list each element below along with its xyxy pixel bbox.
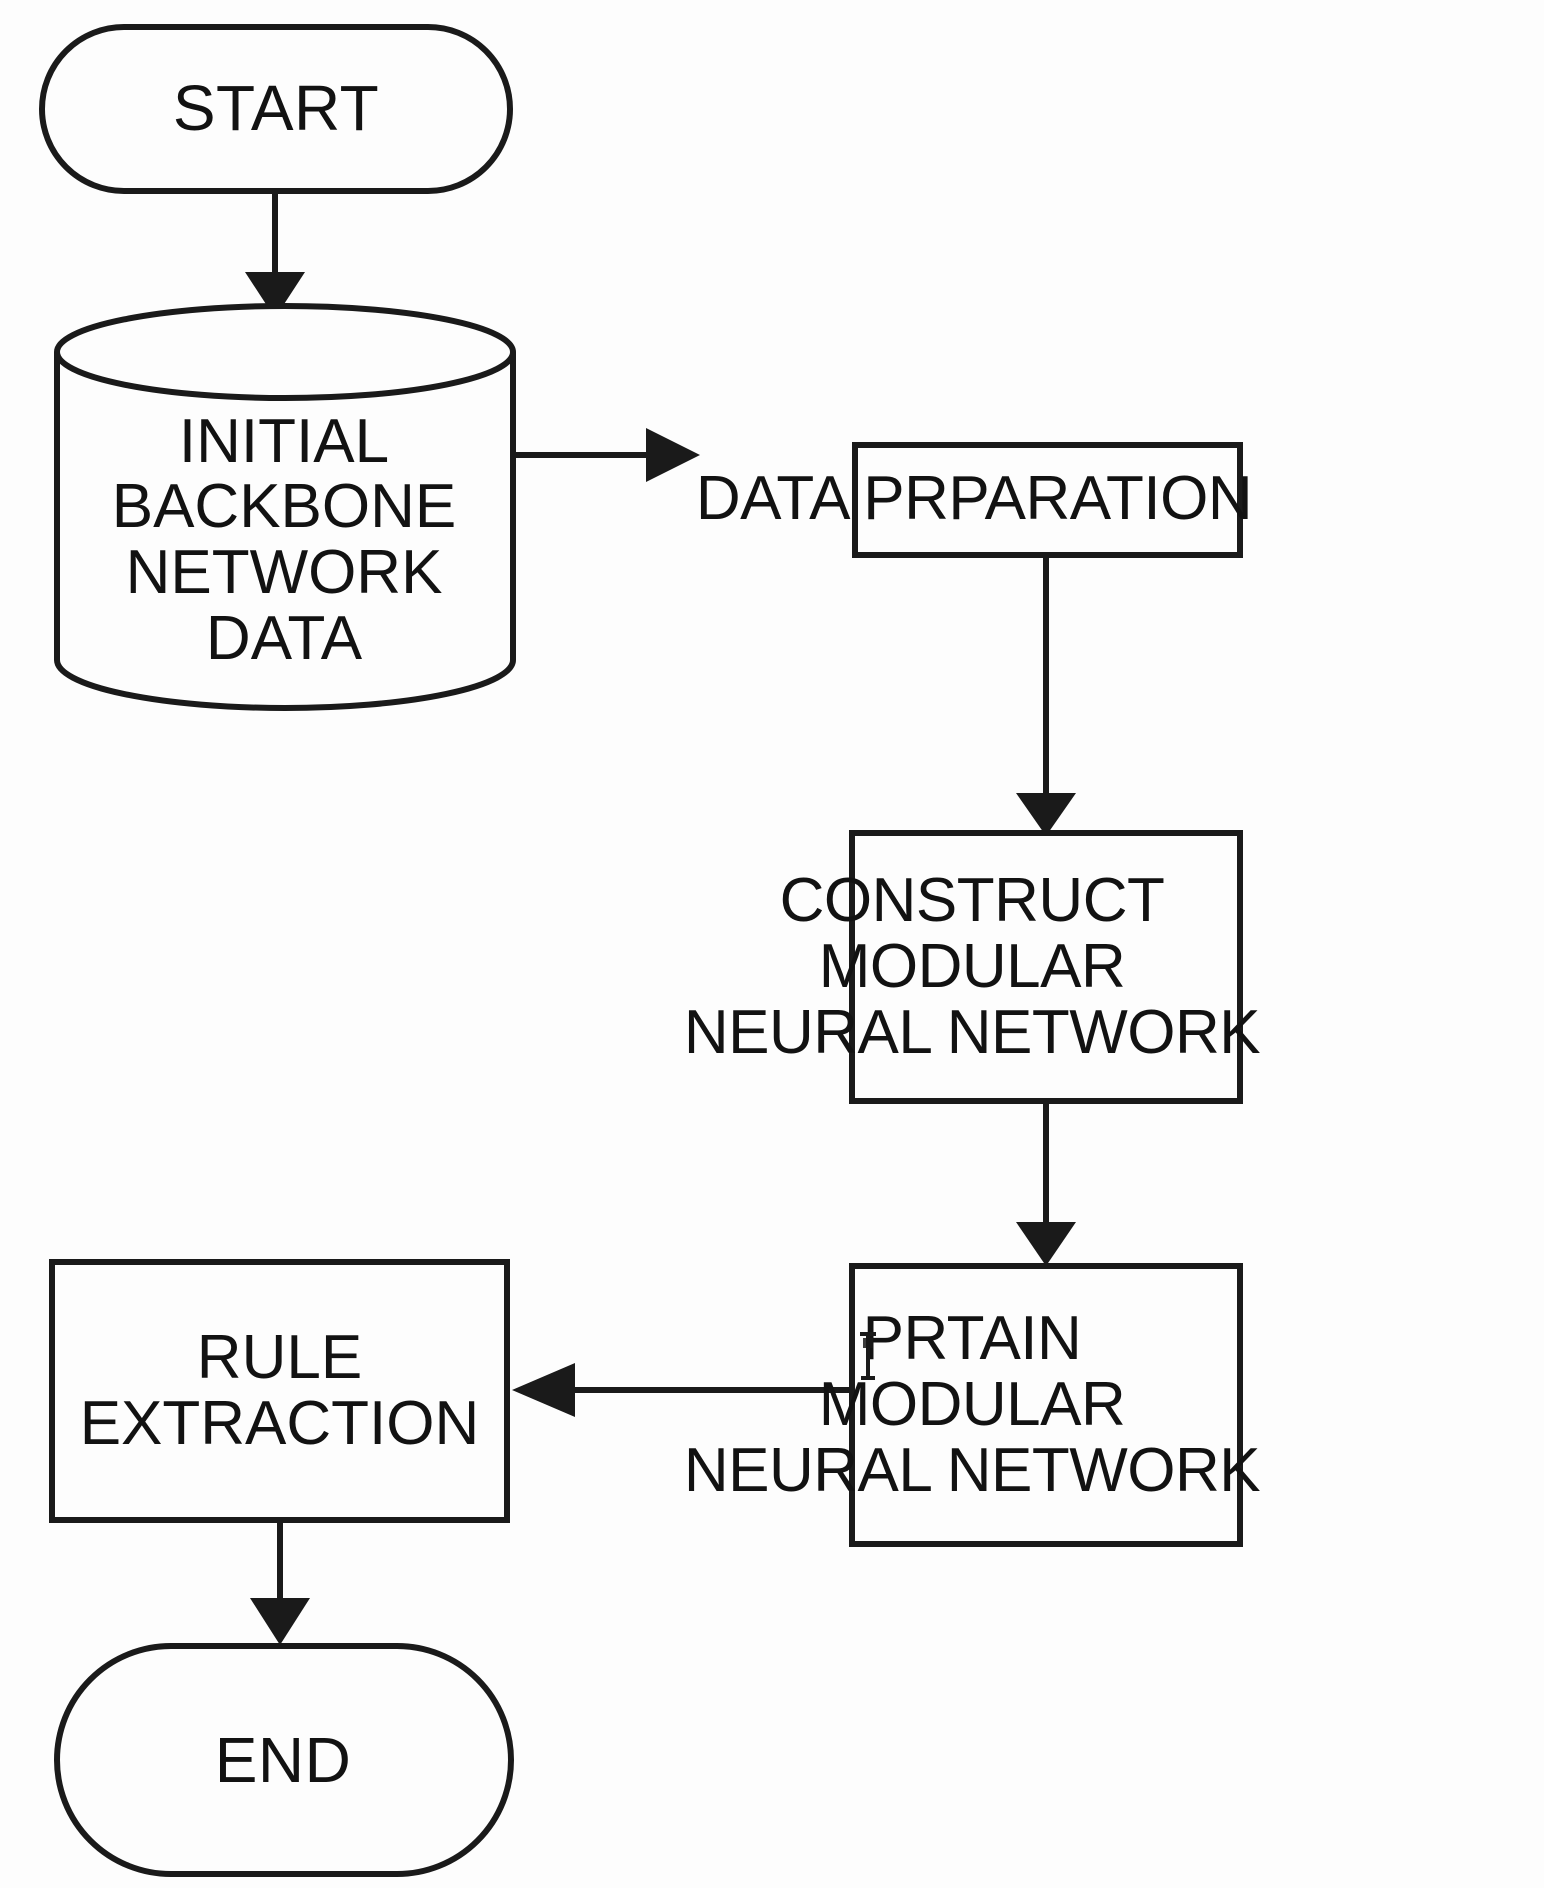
edge-data-to-prep [513, 428, 700, 482]
node-start[interactable] [39, 24, 513, 194]
node-construct-mnn[interactable] [849, 830, 1243, 1104]
edge-start-to-data [245, 191, 305, 318]
edge-prep-to-construct [1016, 555, 1076, 836]
node-data-preparation[interactable] [852, 442, 1243, 558]
node-rule-extraction[interactable] [49, 1259, 510, 1523]
node-end[interactable] [54, 1643, 514, 1877]
edge-pretrain-to-rule [512, 1363, 852, 1417]
node-initial-data[interactable] [54, 303, 516, 711]
edge-construct-to-pretrain [1016, 1101, 1076, 1266]
node-pretrain-mnn[interactable] [849, 1263, 1243, 1547]
edge-rule-to-end [250, 1520, 310, 1645]
